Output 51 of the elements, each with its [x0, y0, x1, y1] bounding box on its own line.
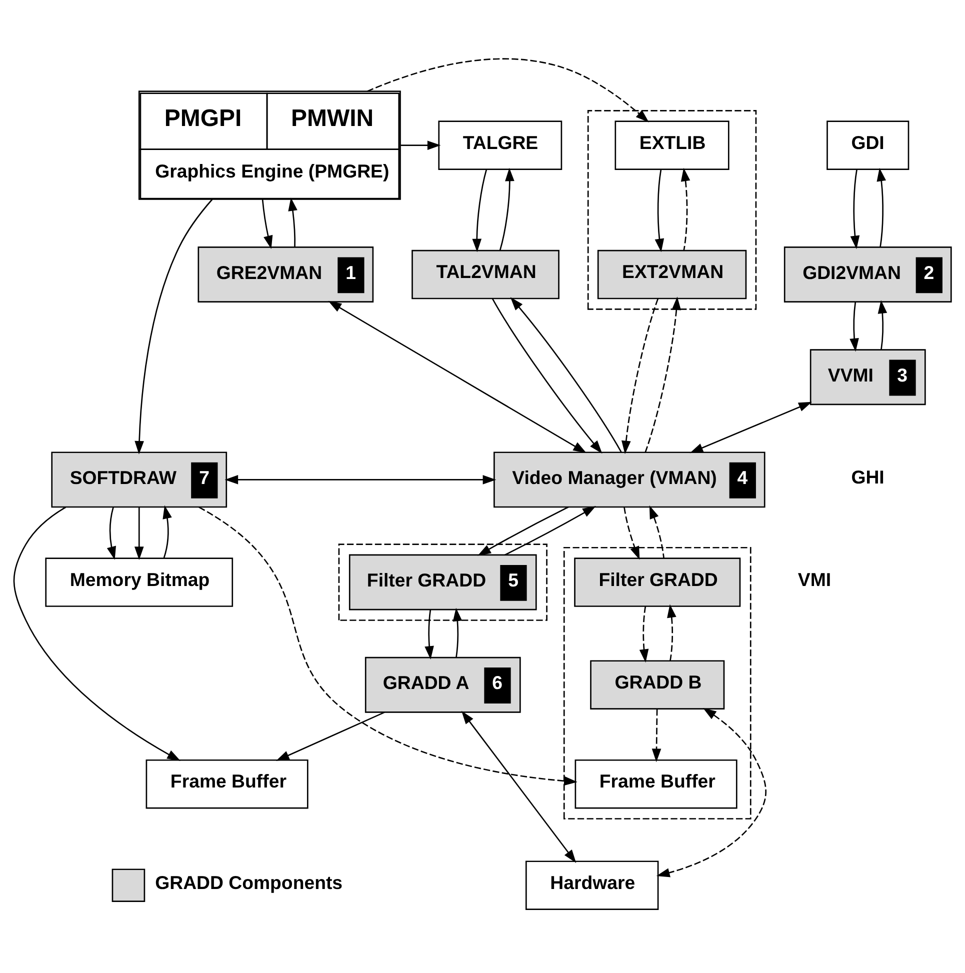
- arrow: [850, 302, 859, 352]
- arrow: [492, 298, 602, 454]
- arrow: [461, 710, 576, 863]
- arrow: [624, 507, 640, 560]
- arrow: [288, 198, 298, 248]
- arrow: [162, 505, 172, 558]
- node-box: EXTLIB: [614, 120, 730, 170]
- arrow: [472, 170, 487, 252]
- legend-label: GRADD Components: [155, 872, 343, 893]
- node-box: TALGRE: [438, 120, 562, 170]
- arrow: [878, 300, 888, 350]
- node-box: Memory Bitmap: [45, 558, 234, 607]
- arrow: [690, 402, 812, 454]
- label: GHI: [851, 466, 884, 488]
- arrow: [424, 610, 434, 660]
- arrow: [876, 168, 886, 248]
- node-box: EXT2VMAN: [597, 250, 747, 300]
- arrow: [262, 200, 273, 249]
- arrow: [134, 198, 213, 454]
- arrow: [452, 608, 462, 658]
- arrow: [644, 296, 682, 452]
- arrow: [106, 507, 116, 560]
- arrow: [499, 168, 514, 250]
- node-box: Filter GRADD: [574, 558, 741, 607]
- arrow: [649, 505, 664, 558]
- arrow: [667, 604, 676, 661]
- label: VMI: [798, 568, 832, 590]
- arrow: [510, 297, 622, 452]
- node-box: Hardware: [525, 860, 659, 910]
- node-box: Frame Buffer: [146, 759, 308, 809]
- arrow: [198, 506, 578, 786]
- arrow: [134, 507, 144, 560]
- arrow: [652, 709, 662, 762]
- arrow: [13, 506, 180, 761]
- arrow: [621, 298, 659, 454]
- node-box: GRADD B: [590, 660, 725, 710]
- arrow: [656, 708, 766, 878]
- arrow: [680, 168, 690, 250]
- node-box: GDI: [826, 120, 910, 170]
- arrow: [400, 140, 441, 150]
- arrow: [276, 712, 385, 761]
- arrow: [850, 170, 860, 250]
- arrow: [366, 58, 649, 122]
- node-box: TAL2VMAN: [412, 250, 560, 300]
- arrow: [328, 300, 587, 454]
- node-box: Frame Buffer: [574, 759, 738, 809]
- arrow: [224, 475, 496, 484]
- arrow: [504, 506, 596, 556]
- arrow: [478, 506, 569, 556]
- arrow: [654, 170, 664, 252]
- arrow: [639, 606, 649, 663]
